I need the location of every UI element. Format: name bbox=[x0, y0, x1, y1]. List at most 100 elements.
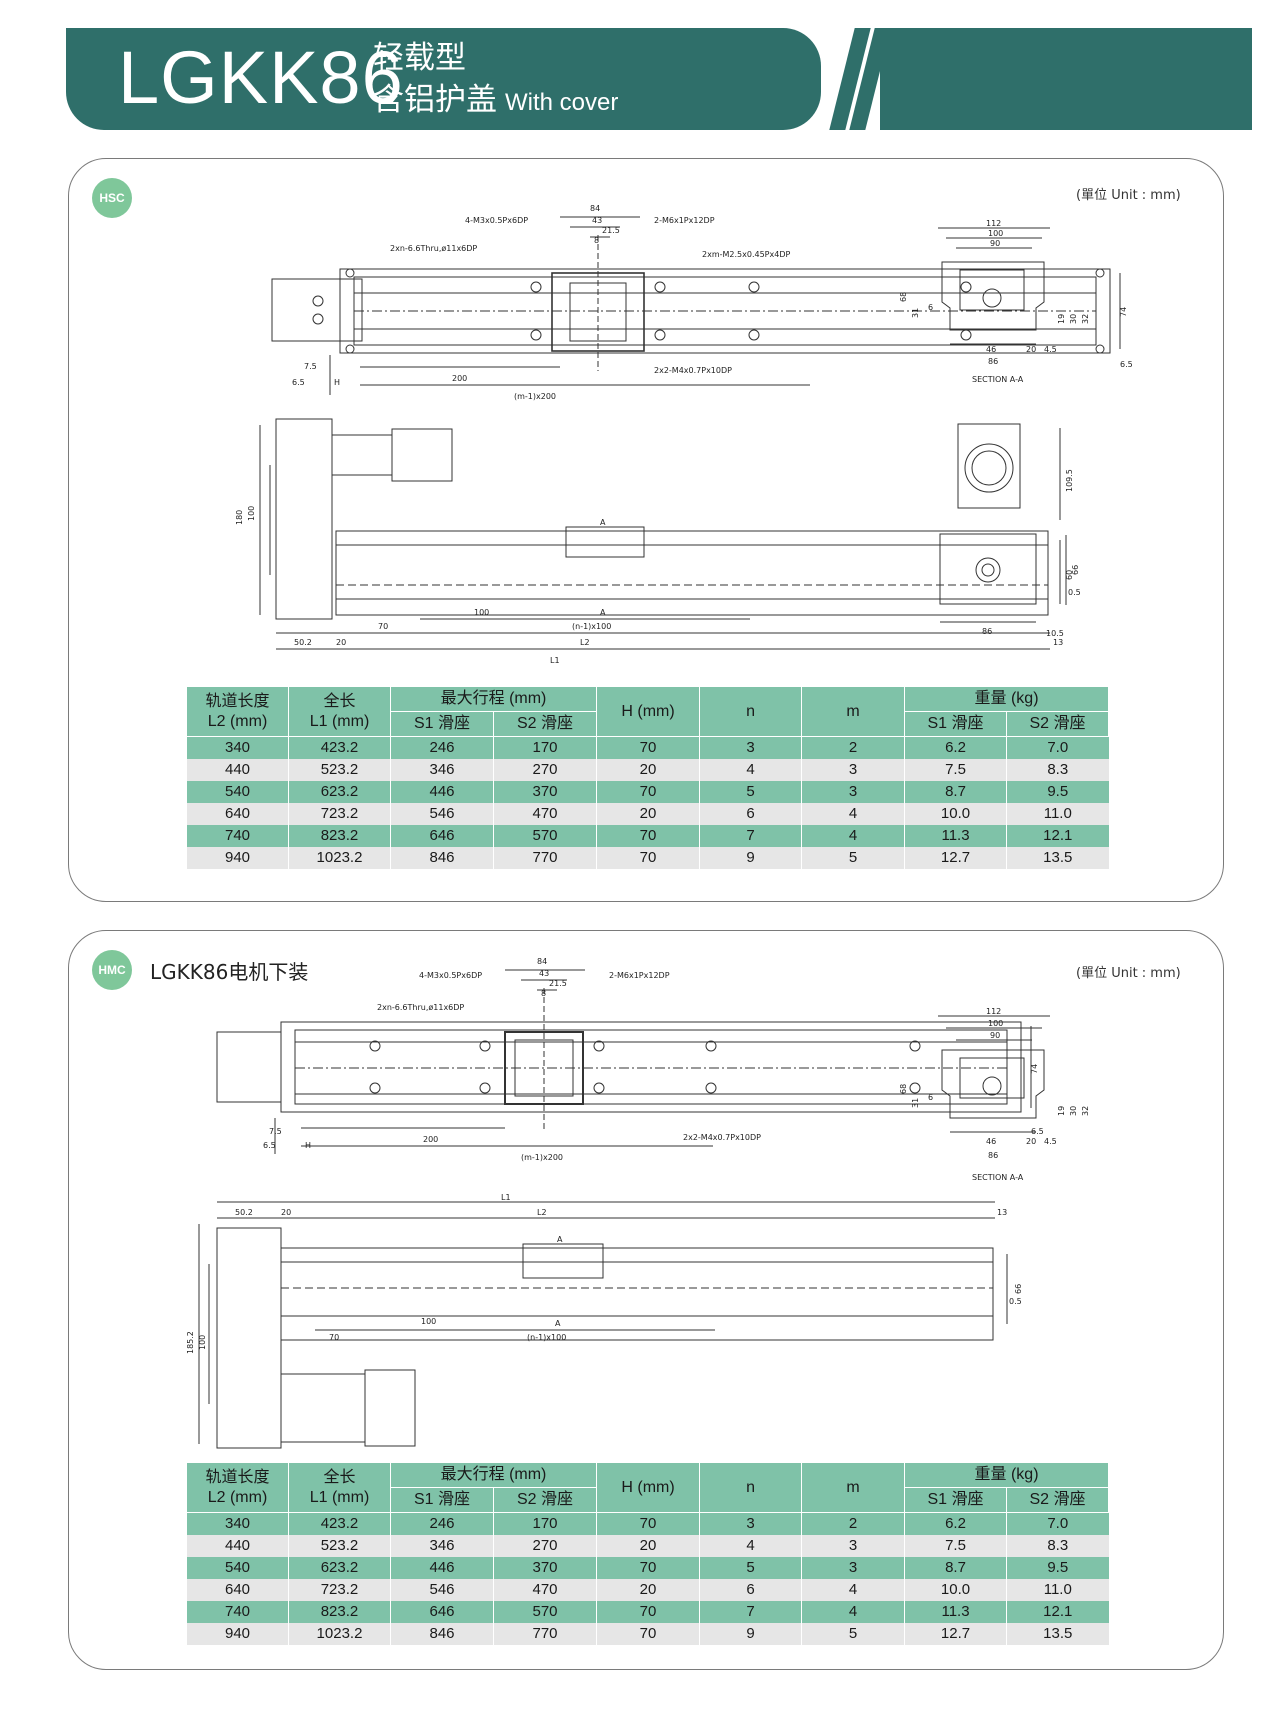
svg-text:90: 90 bbox=[990, 239, 1000, 248]
table-cell: 546 bbox=[390, 1579, 494, 1601]
col-h: H (mm) bbox=[596, 686, 701, 737]
table-cell: 270 bbox=[492, 759, 597, 781]
table-cell: 846 bbox=[390, 1623, 494, 1645]
table-cell: 12.7 bbox=[904, 847, 1007, 869]
svg-text:66: 66 bbox=[1071, 565, 1080, 575]
svg-text:31: 31 bbox=[911, 308, 920, 318]
svg-text:185.2: 185.2 bbox=[186, 1331, 195, 1354]
svg-text:86: 86 bbox=[988, 357, 998, 366]
table-cell: 770 bbox=[492, 1623, 597, 1645]
svg-text:100: 100 bbox=[988, 229, 1003, 238]
col-m: m bbox=[801, 686, 906, 737]
table-cell: 346 bbox=[390, 759, 494, 781]
table-cell: 540 bbox=[186, 781, 289, 803]
svg-text:100: 100 bbox=[421, 1317, 436, 1326]
table-cell: 370 bbox=[492, 781, 597, 803]
table-cell: 70 bbox=[596, 1601, 700, 1623]
table-cell: 8.7 bbox=[904, 1557, 1007, 1579]
table-cell: 340 bbox=[186, 1512, 289, 1535]
table-cell: 8.3 bbox=[1006, 759, 1109, 781]
table-cell: 640 bbox=[186, 1579, 289, 1601]
svg-text:21.5: 21.5 bbox=[549, 979, 567, 988]
svg-text:0.5: 0.5 bbox=[1009, 1297, 1022, 1306]
subtitle-cn: 含铝护盖 bbox=[373, 82, 497, 118]
table-cell: 6.2 bbox=[904, 736, 1007, 759]
section-view-drawing-2: 112 100 90 68 31 6 19 30 32 46 20 4.5 86… bbox=[899, 1007, 1090, 1182]
table-cell: 6.2 bbox=[904, 1512, 1007, 1535]
svg-text:100: 100 bbox=[247, 506, 256, 521]
svg-text:50.2: 50.2 bbox=[235, 1208, 253, 1217]
col-weight: 重量 (kg) bbox=[904, 686, 1110, 712]
table-cell: 11.3 bbox=[904, 825, 1007, 847]
table-cell: 3 bbox=[801, 1535, 905, 1557]
table-cell: 6 bbox=[699, 803, 802, 825]
top-view-drawing: 84 43 21.5 8 4-M3x0.5Px6DP 2-M6x1Px12DP … bbox=[271, 204, 1133, 401]
svg-text:32: 32 bbox=[1081, 314, 1090, 324]
top-view-drawing-2: 84 43 21.5 8 4-M3x0.5Px6DP 2-M6x1Px12DP … bbox=[216, 957, 1044, 1162]
table-cell: 4 bbox=[801, 825, 905, 847]
table-cell: 646 bbox=[390, 1601, 494, 1623]
col-stroke: 最大行程 (mm) bbox=[389, 1462, 598, 1488]
svg-text:A: A bbox=[600, 518, 606, 527]
table-cell: 10.0 bbox=[904, 1579, 1007, 1601]
svg-text:43: 43 bbox=[539, 969, 549, 978]
end-view-drawing: 109.5 60 86 10.5 bbox=[939, 423, 1074, 638]
svg-text:L2: L2 bbox=[580, 638, 590, 647]
unit-note: (單位 Unit : mm) bbox=[1076, 966, 1181, 981]
table-cell: 523.2 bbox=[288, 759, 391, 781]
svg-text:2x2-M4x0.7Px10DP: 2x2-M4x0.7Px10DP bbox=[654, 366, 732, 375]
svg-text:2-M6x1Px12DP: 2-M6x1Px12DP bbox=[609, 971, 670, 980]
svg-text:60: 60 bbox=[1065, 570, 1074, 580]
svg-text:100: 100 bbox=[198, 1335, 207, 1350]
table-cell: 70 bbox=[596, 1623, 700, 1645]
table-cell: 7.0 bbox=[1006, 1512, 1109, 1535]
table-cell: 10.0 bbox=[904, 803, 1007, 825]
table-cell: 246 bbox=[390, 1512, 494, 1535]
svg-text:H: H bbox=[305, 1141, 311, 1150]
table-cell: 723.2 bbox=[288, 1579, 391, 1601]
panel-title-hmc: LGKK86电机下装 bbox=[150, 960, 309, 984]
svg-text:6.5: 6.5 bbox=[1120, 360, 1133, 369]
table-cell: 470 bbox=[492, 1579, 597, 1601]
svg-text:A: A bbox=[557, 1235, 563, 1244]
table-cell: 446 bbox=[390, 1557, 494, 1579]
table-cell: 346 bbox=[390, 1535, 494, 1557]
table-cell: 723.2 bbox=[288, 803, 391, 825]
unit-note: (單位 Unit : mm) bbox=[1076, 188, 1181, 203]
table-cell: 540 bbox=[186, 1557, 289, 1579]
svg-text:84: 84 bbox=[590, 204, 600, 213]
svg-text:70: 70 bbox=[329, 1333, 339, 1342]
svg-text:2xm-M2.5x0.45Px4DP: 2xm-M2.5x0.45Px4DP bbox=[702, 250, 790, 259]
table-cell: 170 bbox=[492, 1512, 597, 1535]
svg-text:2x2-M4x0.7Px10DP: 2x2-M4x0.7Px10DP bbox=[683, 1133, 761, 1142]
table-cell: 8.7 bbox=[904, 781, 1007, 803]
col-s1: S1 滑座 bbox=[390, 1487, 494, 1513]
svg-text:30: 30 bbox=[1069, 1106, 1078, 1116]
svg-text:6: 6 bbox=[928, 1093, 933, 1102]
col-w1: S1 滑座 bbox=[904, 711, 1008, 737]
table-cell: 846 bbox=[390, 847, 494, 869]
table-cell: 6 bbox=[699, 1579, 802, 1601]
table-cell: 570 bbox=[492, 1601, 597, 1623]
col-n: n bbox=[699, 1462, 803, 1513]
svg-text:20: 20 bbox=[1026, 345, 1036, 354]
table-cell: 5 bbox=[801, 1623, 905, 1645]
svg-text:8: 8 bbox=[541, 989, 546, 998]
subtitle-line1: 轻载型 bbox=[373, 40, 466, 76]
svg-text:74: 74 bbox=[1030, 1064, 1039, 1074]
table-cell: 340 bbox=[186, 736, 289, 759]
svg-text:32: 32 bbox=[1081, 1106, 1090, 1116]
svg-text:A: A bbox=[555, 1319, 561, 1328]
col-w1: S1 滑座 bbox=[904, 1487, 1008, 1513]
table-cell: 3 bbox=[801, 759, 905, 781]
table-cell: 12.1 bbox=[1006, 825, 1109, 847]
table-cell: 423.2 bbox=[288, 736, 391, 759]
